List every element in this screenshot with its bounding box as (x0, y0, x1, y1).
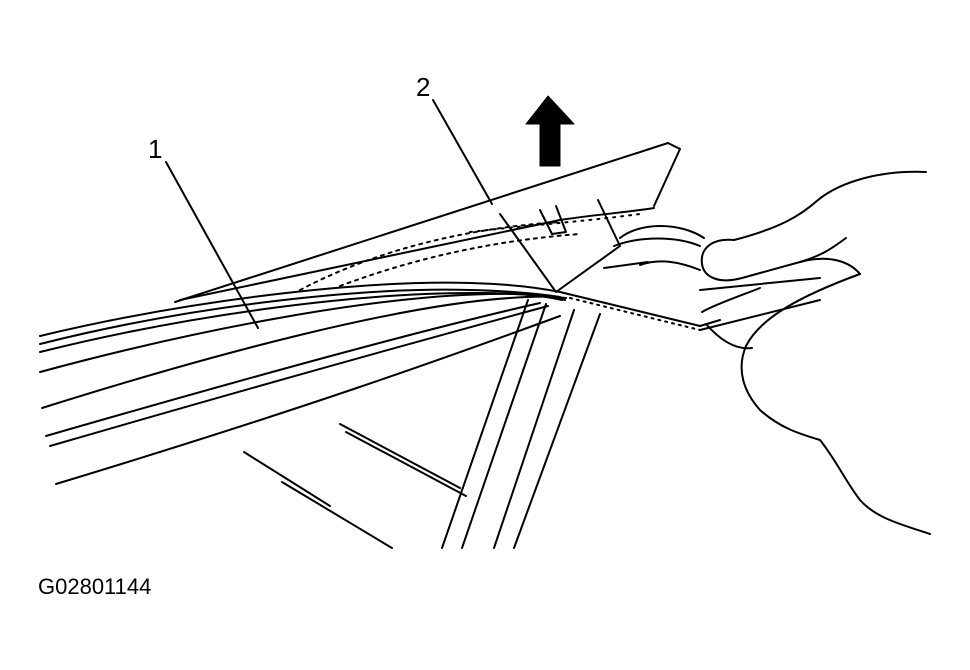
callout-1-leader (165, 161, 259, 329)
figure-id: G02801144 (38, 574, 152, 599)
window-glass (243, 299, 601, 549)
callout-2-label: 2 (416, 72, 431, 102)
molding-strip (39, 281, 567, 485)
callout-2-leader (432, 99, 493, 205)
hand-icon (700, 170, 931, 535)
up-arrow-icon (525, 95, 575, 167)
callout-1-label: 1 (148, 134, 163, 164)
pry-tool (174, 142, 821, 331)
